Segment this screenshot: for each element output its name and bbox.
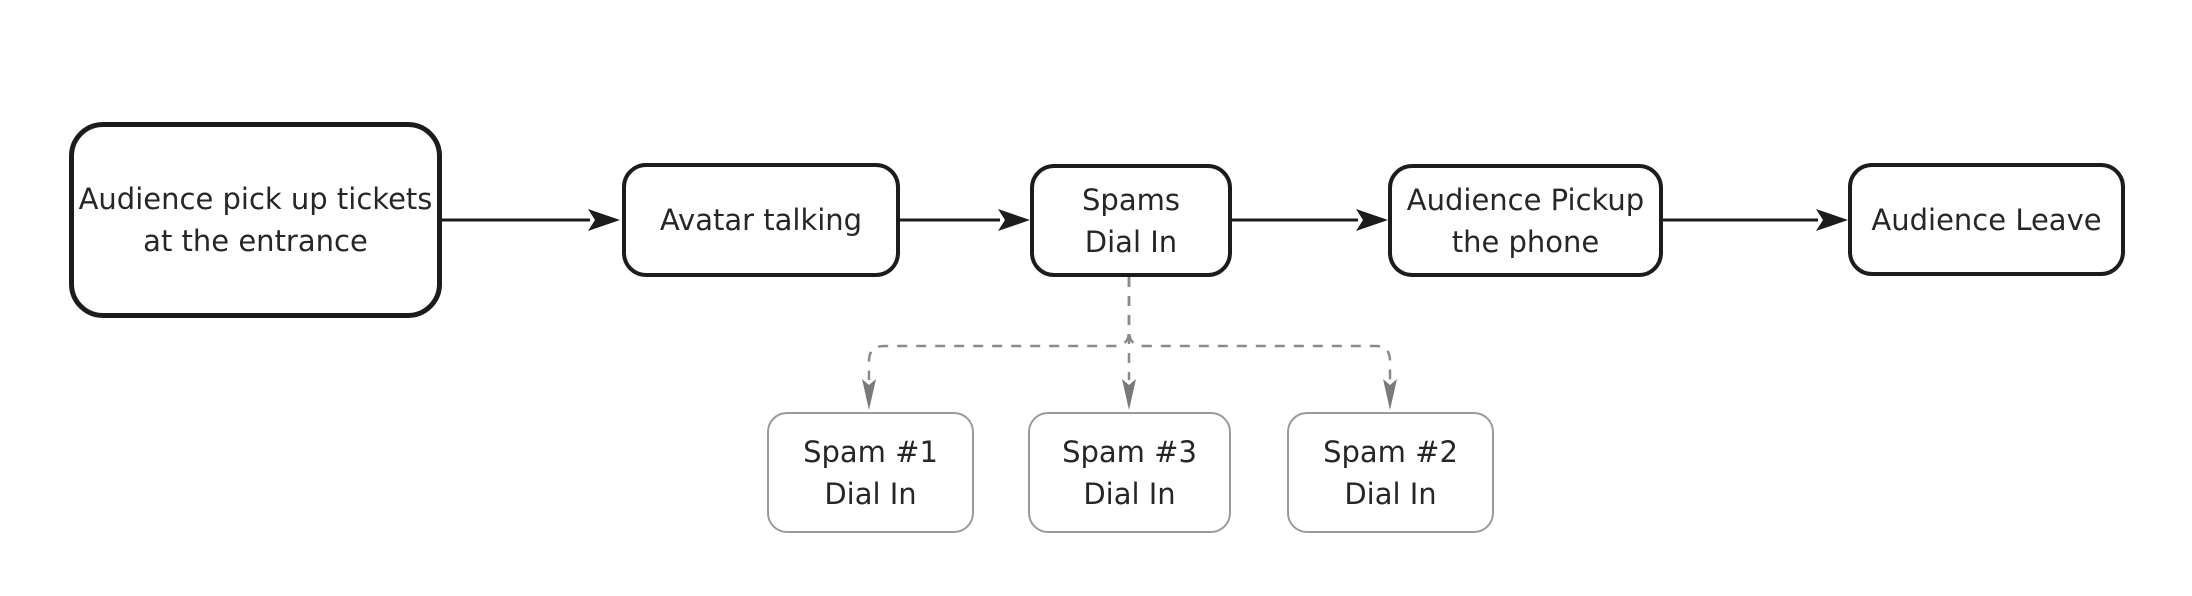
- arrowhead: [862, 379, 876, 410]
- edge-tickets-avatar: [442, 209, 620, 231]
- edge-spams-spam2: [1127, 277, 1397, 410]
- node-label: Spam #3 Dial In: [1062, 434, 1197, 511]
- node-audience-leave: Audience Leave: [1848, 163, 2125, 276]
- node-label: Spams Dial In: [1082, 182, 1180, 259]
- node-spam-2-dial-in: Spam #2 Dial In: [1287, 412, 1494, 533]
- arrowhead: [1383, 379, 1397, 410]
- edge-spams-pickup: [1232, 209, 1388, 231]
- node-label: Avatar talking: [659, 203, 863, 237]
- arrowhead: [1122, 379, 1136, 410]
- edge-avatar-spams: [900, 209, 1030, 231]
- edge-spams-spam3: [1122, 277, 1136, 410]
- edge-line: [1127, 277, 1392, 380]
- node-label: Spam #1 Dial In: [803, 434, 938, 511]
- edge-line: [867, 277, 1131, 380]
- node-label: Audience Pickup the phone: [1406, 182, 1645, 259]
- node-label: Audience pick up tickets at the entrance: [78, 182, 433, 258]
- arrowhead: [998, 209, 1030, 231]
- node-avatar-talking: Avatar talking: [622, 163, 900, 277]
- arrowhead: [1816, 209, 1848, 231]
- node-label: Audience Leave: [1871, 202, 2102, 237]
- node-spam-3-dial-in: Spam #3 Dial In: [1028, 412, 1231, 533]
- node-label: Spam #2 Dial In: [1323, 434, 1458, 511]
- node-spams-dial-in: Spams Dial In: [1030, 164, 1232, 277]
- node-audience-pick-up-tickets: Audience pick up tickets at the entrance: [69, 122, 442, 318]
- node-spam-1-dial-in: Spam #1 Dial In: [767, 412, 974, 533]
- edge-pickup-leave: [1663, 209, 1848, 231]
- edge-spams-spam1: [862, 277, 1131, 410]
- node-audience-pickup-the-phone: Audience Pickup the phone: [1388, 164, 1663, 277]
- arrowhead: [588, 209, 620, 231]
- arrowhead: [1356, 209, 1388, 231]
